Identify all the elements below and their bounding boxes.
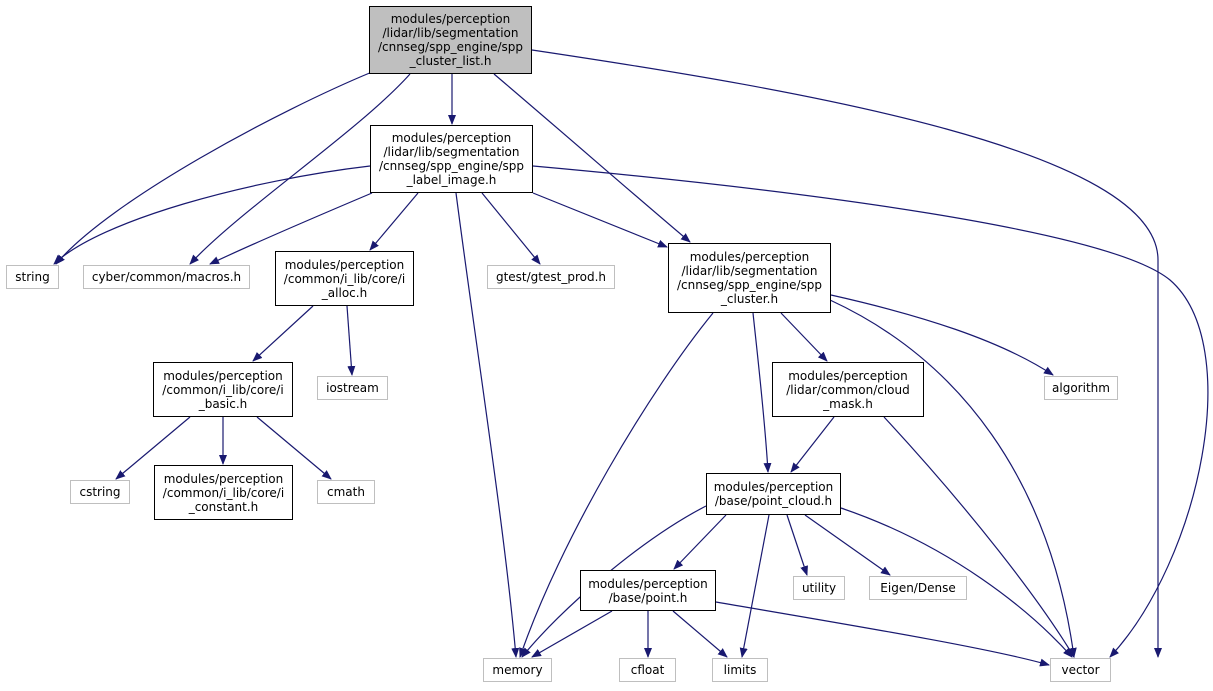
node-point-cloud-h[interactable]: modules/perception /base/point_cloud.h	[706, 473, 841, 515]
node-eigen-dense: Eigen/Dense	[869, 576, 967, 600]
node-iostream: iostream	[317, 376, 388, 400]
edge-i_basic-cstring	[115, 416, 191, 480]
edge-spp_label_image-vector	[532, 165, 1209, 658]
edge-point_cloud-vector	[840, 507, 1073, 658]
edge-spp_cluster-vector	[829, 299, 1077, 658]
node-memory: memory	[483, 658, 552, 682]
node-utility: utility	[793, 576, 845, 600]
node-spp-label-image-h[interactable]: modules/perception /lidar/lib/segmentati…	[370, 125, 533, 193]
node-limits: limits	[712, 658, 768, 682]
edge-spp_cluster-cloud_mask	[780, 312, 828, 362]
edge-point_cloud-utility	[786, 514, 808, 576]
edge-i_alloc-iostream	[346, 305, 356, 376]
edge-spp_cluster-memory	[519, 312, 714, 658]
node-spp-cluster-list-h: modules/perception /lidar/lib/segmentati…	[369, 6, 532, 74]
node-cfloat: cfloat	[619, 658, 676, 682]
edge-spp_cluster_list-spp_cluster	[493, 73, 691, 243]
edge-spp_label_image-string	[53, 165, 371, 265]
node-cloud-mask-h[interactable]: modules/perception /lidar/common/cloud _…	[772, 362, 924, 417]
edge-point-vector	[715, 601, 1050, 667]
edge-cloud_mask-vector	[883, 416, 1075, 658]
edge-spp_cluster_list-macros	[189, 73, 411, 265]
edge-spp_cluster-point_cloud	[752, 312, 772, 473]
edge-point_cloud-eigen_dense	[804, 514, 891, 576]
node-i-basic-h[interactable]: modules/perception /common/i_lib/core/i …	[153, 362, 293, 417]
edge-spp_label_image-gtest_prod	[481, 192, 541, 265]
node-i-constant-h[interactable]: modules/perception /common/i_lib/core/i …	[154, 465, 293, 520]
edge-spp_label_image-i_alloc	[369, 192, 419, 251]
edge-point-limits	[672, 610, 728, 658]
node-vector: vector	[1050, 658, 1111, 682]
node-i-alloc-h[interactable]: modules/perception /common/i_lib/core/i …	[275, 251, 414, 306]
edge-i_basic-cmath	[256, 416, 332, 480]
edge-spp_cluster_list-string	[55, 71, 373, 265]
edge-i_alloc-i_basic	[252, 305, 314, 362]
node-string: string	[6, 265, 59, 289]
edge-point_cloud-limits	[739, 514, 770, 658]
edge-point_cloud-point	[673, 514, 727, 570]
node-cmath: cmath	[317, 480, 375, 504]
edge-spp_cluster-algorithm	[830, 294, 1054, 376]
edge-point-memory	[531, 610, 613, 658]
node-cstring: cstring	[70, 480, 130, 504]
node-spp-cluster-h[interactable]: modules/perception /lidar/lib/segmentati…	[668, 243, 831, 313]
edge-spp_cluster_list-vector	[531, 49, 1162, 658]
edge-spp_label_image-spp_cluster	[532, 192, 668, 248]
node-cyber-common-macros-h: cyber/common/macros.h	[83, 265, 250, 289]
edge-cloud_mask-point_cloud	[790, 416, 835, 473]
edge-spp_label_image-memory	[455, 192, 520, 658]
node-point-h[interactable]: modules/perception /base/point.h	[580, 570, 716, 611]
edge-spp_label_image-macros	[209, 192, 373, 265]
node-algorithm: algorithm	[1044, 376, 1118, 400]
node-gtest-prod-h: gtest/gtest_prod.h	[487, 265, 615, 289]
